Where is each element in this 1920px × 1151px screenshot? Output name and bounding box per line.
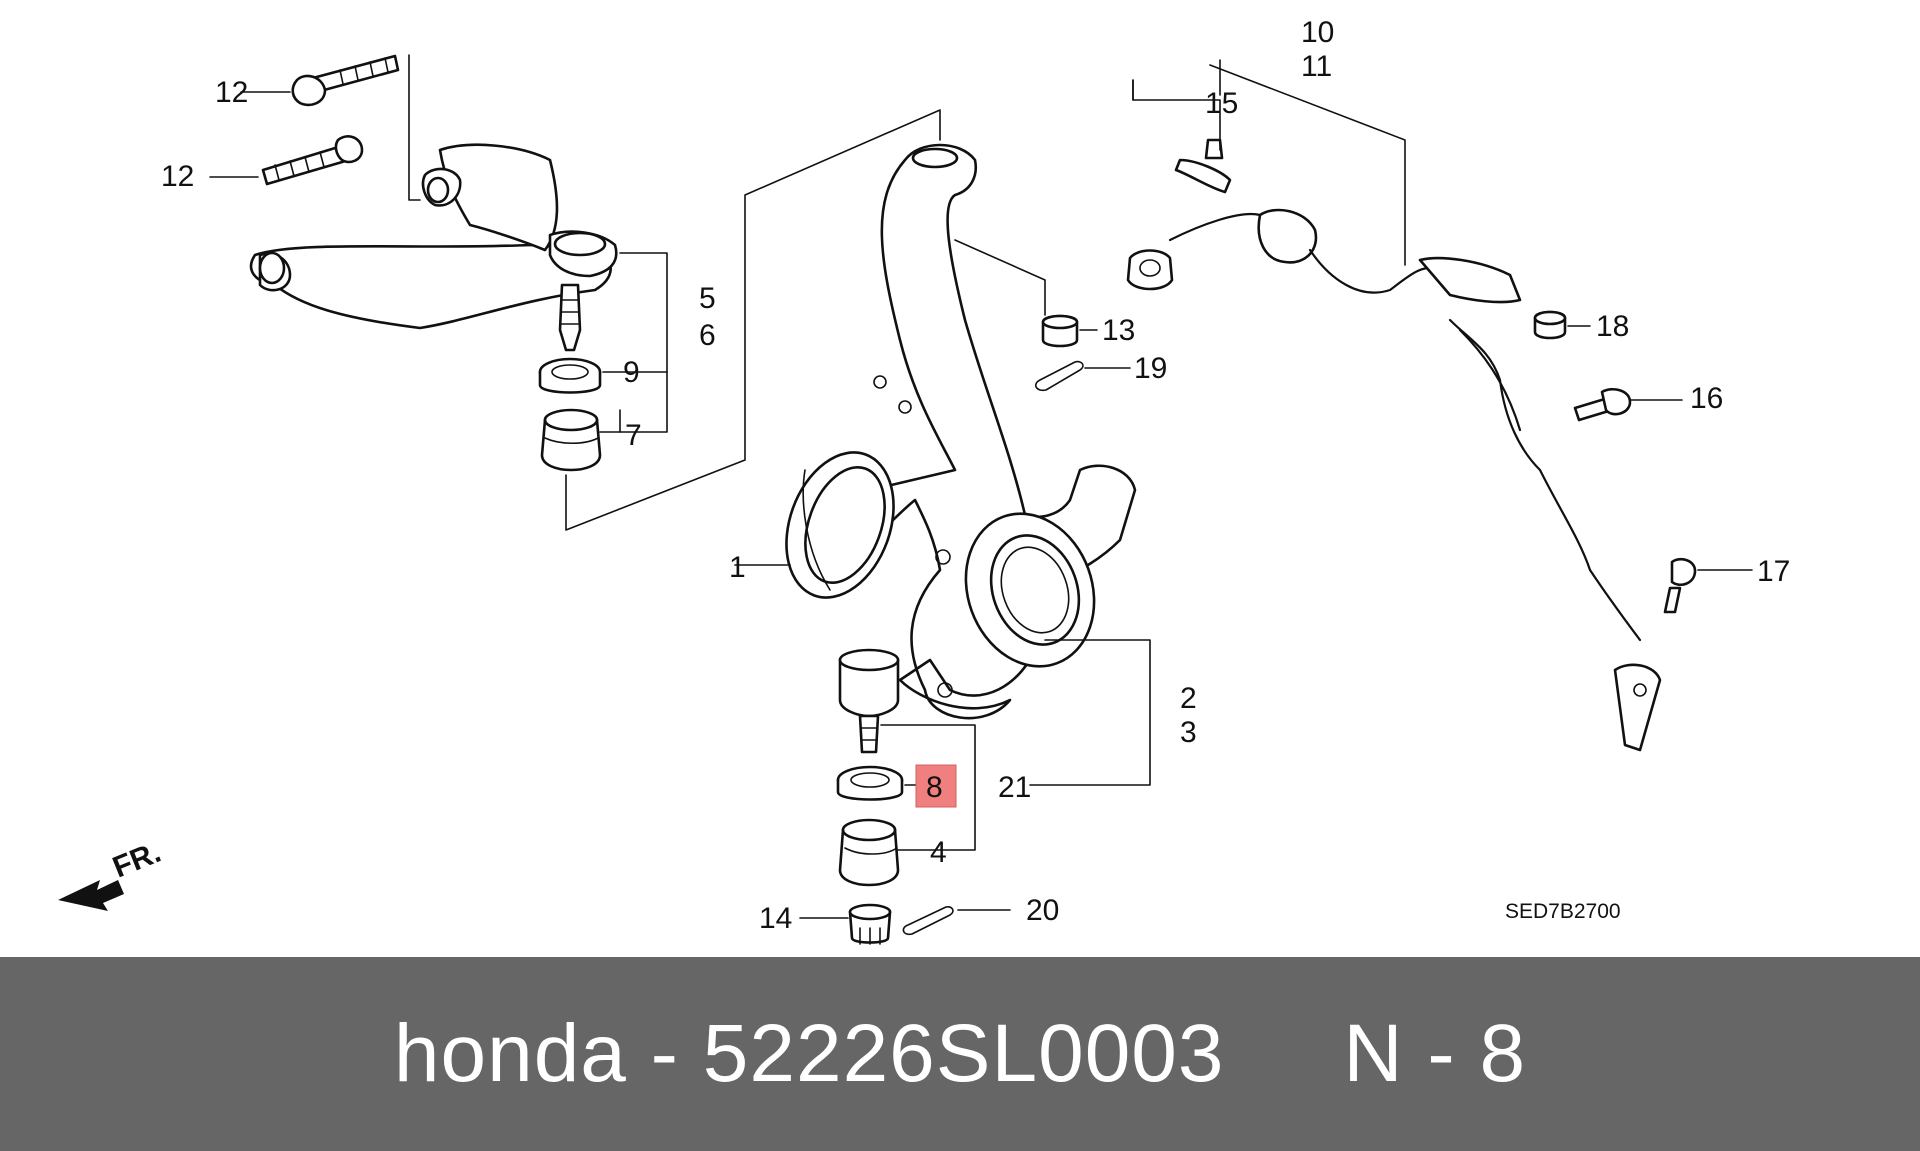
bolt-12-upper: [291, 54, 400, 107]
callout-16: 16: [1690, 382, 1723, 415]
callout-20: 20: [1026, 894, 1059, 927]
castle-nut-14: [848, 903, 892, 945]
front-direction-arrow: [58, 880, 124, 911]
diagram-drawing: FR. 12 12 5 6 9 7 10 11 15: [58, 16, 1790, 945]
lower-ball-joint: [838, 648, 900, 754]
cotter-pin-20: [902, 906, 954, 936]
callout-1: 1: [729, 551, 746, 584]
nut-18: [1533, 310, 1567, 340]
leader-lines: [209, 54, 1753, 919]
callout-3: 3: [1180, 716, 1197, 749]
callout-6: 6: [699, 319, 716, 352]
highlight-box-8: [915, 764, 957, 808]
cotter-pin-19: [1034, 360, 1084, 392]
callout-5: 5: [699, 282, 716, 315]
footer-bar: honda - 52226SL0003 N - 8: [0, 957, 1920, 1151]
callout-4: 4: [930, 836, 947, 869]
upper-boot-7: [540, 408, 602, 472]
callout-15: 15: [1205, 87, 1238, 120]
callout-8: 8: [926, 771, 943, 804]
bolt-17: [1663, 558, 1697, 614]
callout-14: 14: [759, 902, 792, 935]
callout-12a: 12: [215, 76, 248, 109]
callout-2: 2: [1180, 682, 1197, 715]
clip-15: [1174, 138, 1232, 194]
steering-knuckle: [846, 143, 1137, 720]
parts-diagram: FR. 12 12 5 6 9 7 10 11 15: [58, 16, 1791, 945]
upper-seal-9: [538, 357, 602, 394]
lower-seal-8: [836, 765, 904, 801]
callout-13: 13: [1102, 314, 1135, 347]
footer-part-label: honda - 52226SL0003 N - 8: [393, 1008, 1527, 1099]
lower-boot-4: [838, 818, 900, 887]
callout-19: 19: [1134, 352, 1167, 385]
bolt-12-lower: [261, 135, 364, 186]
callout-11: 11: [1301, 50, 1332, 83]
callout-17: 17: [1757, 555, 1790, 588]
bolt-16: [1573, 388, 1632, 422]
upper-control-arm: [249, 143, 618, 352]
nut-13: [1041, 314, 1079, 348]
drawing-code: SED7B2700: [1505, 900, 1621, 923]
callout-9: 9: [623, 356, 640, 389]
callout-18: 18: [1596, 310, 1629, 343]
callout-labels: 12 12 5 6 9 7 10 11 15 13 19 18 16 17 1 …: [161, 16, 1790, 935]
front-marker-label: FR.: [108, 836, 165, 885]
wheel-speed-sensor: [1126, 208, 1662, 752]
callout-7: 7: [625, 419, 642, 452]
snap-ring-1: [785, 451, 895, 599]
callout-21: 21: [998, 771, 1031, 804]
callout-10: 10: [1301, 16, 1334, 49]
callout-12b: 12: [161, 160, 194, 193]
